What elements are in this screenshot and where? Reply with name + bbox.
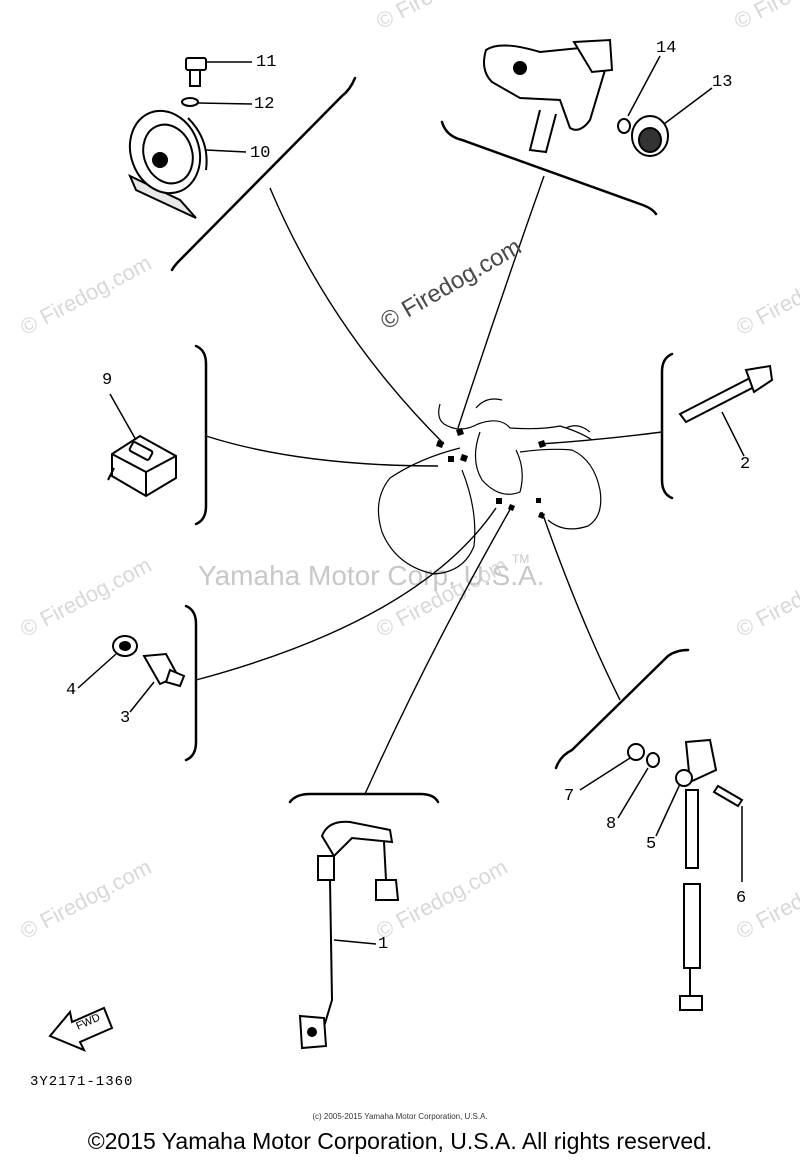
callout-label: 5 <box>646 835 657 854</box>
rubber-grommet-part <box>631 115 669 157</box>
switch-bracket-part <box>483 38 614 154</box>
callout-label: 8 <box>606 815 617 834</box>
callout-label: 2 <box>740 455 751 474</box>
callout-label: 7 <box>564 787 575 806</box>
callout-label: 9 <box>102 371 113 390</box>
plug-lead-part <box>298 820 400 1050</box>
bracket-sidestand <box>554 648 690 770</box>
watermark-corp: Yamaha Motor Corp, U.S.A. <box>198 560 545 591</box>
callout-label: 1 <box>378 935 389 954</box>
bracket-plug <box>288 792 440 804</box>
callout-label: 4 <box>66 681 77 700</box>
callout-label: 14 <box>656 39 677 58</box>
cable-tie-part <box>678 364 774 424</box>
frame-outline <box>377 398 602 575</box>
callout-label: 3 <box>120 709 131 728</box>
callout-label: 10 <box>250 144 271 163</box>
sidestand-switch-part <box>675 738 718 1011</box>
callout-label: 11 <box>256 53 277 72</box>
bracket-sensor <box>184 604 198 762</box>
diagram-code: 3Y2171-1360 <box>30 1074 134 1090</box>
callout-label: 6 <box>736 889 747 908</box>
horn-part <box>128 109 208 219</box>
bracket-relay <box>194 344 208 526</box>
horn-bolt-part <box>185 57 207 87</box>
frame-mounts <box>436 428 546 519</box>
footer-copyright: ©2015 Yamaha Motor Corporation, U.S.A. A… <box>87 1128 713 1154</box>
switch-washer-part <box>646 752 660 768</box>
bracket-key <box>660 352 674 500</box>
grommet-washer-part <box>617 118 631 134</box>
horn-washer-part <box>181 97 199 107</box>
bracket-horn <box>170 76 357 272</box>
fwd-arrow <box>48 1006 114 1052</box>
switch-screw-part <box>712 784 744 808</box>
watermark-tm: TM <box>512 552 530 566</box>
callout-label: 13 <box>712 73 733 92</box>
footer-small-copyright: (c) 2005-2015 Yamaha Motor Corporation, … <box>312 1112 488 1121</box>
callout-label: 12 <box>254 95 275 114</box>
washer-part <box>112 635 138 657</box>
nut-part <box>627 743 645 761</box>
bracket-switch <box>440 120 658 216</box>
sensor-switch-part <box>142 652 186 688</box>
relay-part <box>107 434 177 498</box>
